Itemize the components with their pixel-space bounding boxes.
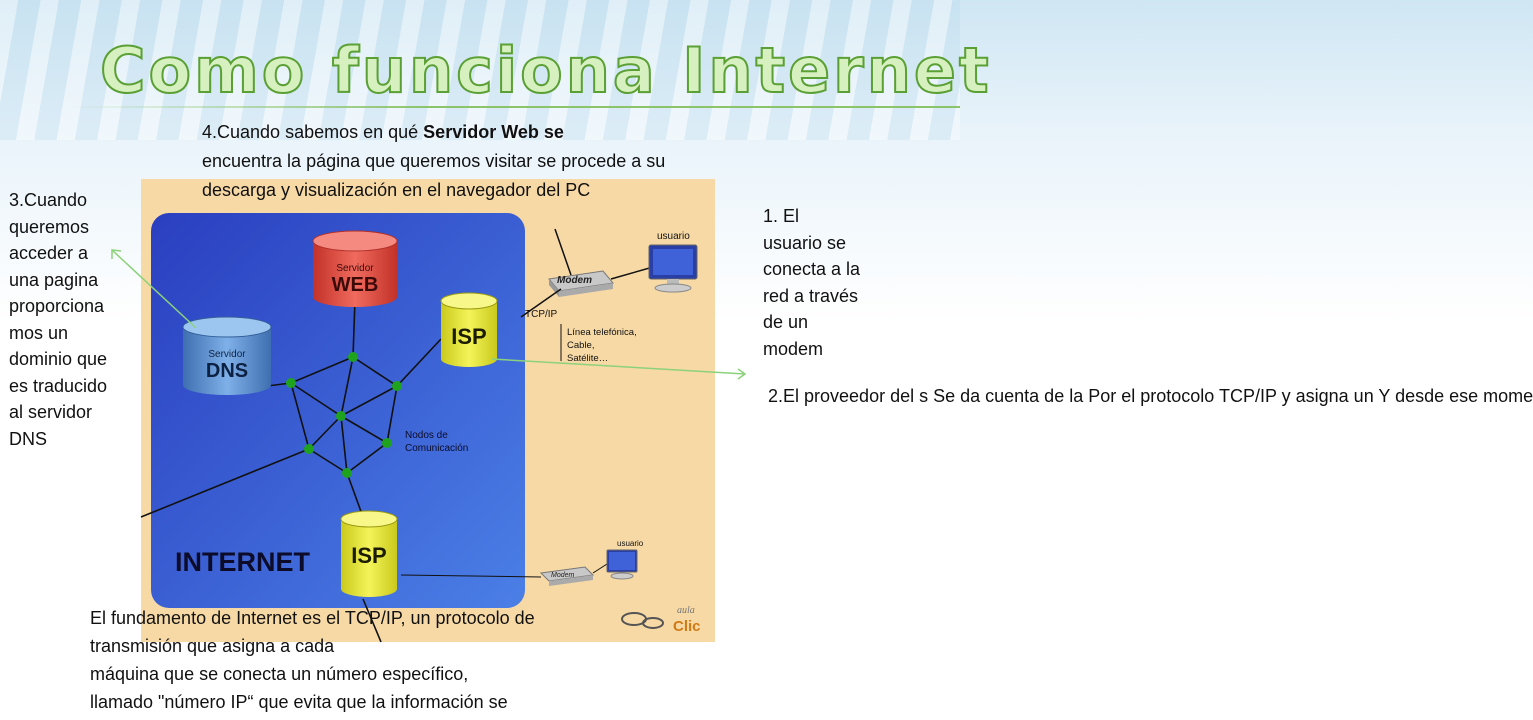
line-types-3: Satélite… — [567, 353, 608, 364]
node — [336, 411, 346, 421]
node — [304, 444, 314, 454]
user-top-label: usuario — [657, 231, 690, 242]
node — [342, 468, 352, 478]
web-server-main-label: WEB — [332, 274, 379, 296]
aula-clic-logo: aula Clic — [621, 605, 701, 635]
user-top-computer-icon: usuario — [648, 231, 698, 293]
nodes-label-line1: Nodos de — [405, 430, 448, 441]
fundamento-text: El fundamento de Internet es el TCP/IP, … — [90, 608, 535, 712]
modem-bottom-icon: Modem — [539, 566, 595, 586]
modem-bottom-label: Modem — [551, 572, 575, 579]
modem-top-icon: Modem — [548, 270, 614, 297]
step4-text-post: encuentra la página que queremos visitar… — [202, 151, 666, 200]
isp-top-icon: ISP — [440, 292, 498, 367]
network-links — [140, 298, 442, 643]
modem-bottom-to-user — [592, 563, 608, 574]
internet-label: INTERNET — [175, 547, 311, 577]
slide-title: Como funciona Internet — [99, 33, 992, 108]
logo-bottom-text: Clic — [673, 618, 701, 635]
step4-text: 4.Cuando sabemos en qué Servidor Web se e… — [202, 118, 672, 205]
isp-bottom-label: ISP — [351, 543, 386, 568]
user-bottom-computer-icon: usuario — [606, 539, 644, 580]
node — [348, 352, 358, 362]
user-bottom-label: usuario — [617, 539, 644, 548]
line-types-2: Cable, — [567, 340, 594, 351]
modem-top-label: Modem — [557, 275, 592, 286]
modem-top-to-isp — [520, 288, 562, 318]
title-divider — [70, 106, 960, 108]
web-server-top-label: Servidor — [336, 263, 374, 274]
step4-text-pre: 4.Cuando sabemos en qué — [202, 122, 424, 142]
modem-bottom-to-isp — [400, 574, 542, 578]
background-rays — [0, 0, 960, 140]
node — [382, 438, 392, 448]
step2-text: 2.El proveedor del s Se da cuenta de la … — [768, 386, 1533, 406]
logo-top-text: aula — [677, 605, 695, 616]
web-server-icon: Servidor WEB — [312, 230, 398, 307]
node — [286, 378, 296, 388]
internet-diagram: Servidor WEB Servidor DNS ISP ISP INTERN… — [140, 179, 715, 643]
isp-top-label: ISP — [451, 324, 486, 349]
modem-top-antenna — [554, 228, 572, 276]
dns-server-top-label: Servidor — [208, 349, 246, 360]
step1-text: 1. El usuario se conecta a la red a trav… — [763, 206, 861, 359]
line-types-1: Línea telefónica, — [567, 327, 637, 338]
modem-top-to-user — [610, 266, 654, 280]
nodes-label-line2: Comunicación — [405, 443, 468, 454]
tcpip-label: TCP/IP — [525, 309, 558, 320]
dns-server-main-label: DNS — [206, 360, 248, 382]
dns-server-icon: Servidor DNS — [182, 316, 272, 395]
step3-text: 3.Cuando queremos acceder a una pagina p… — [9, 190, 108, 449]
node — [392, 381, 402, 391]
isp-bottom-icon: ISP — [340, 510, 398, 597]
network-nodes — [286, 352, 402, 478]
internet-cloud — [151, 213, 525, 608]
step4-text-bold: Servidor Web se — [423, 122, 564, 142]
